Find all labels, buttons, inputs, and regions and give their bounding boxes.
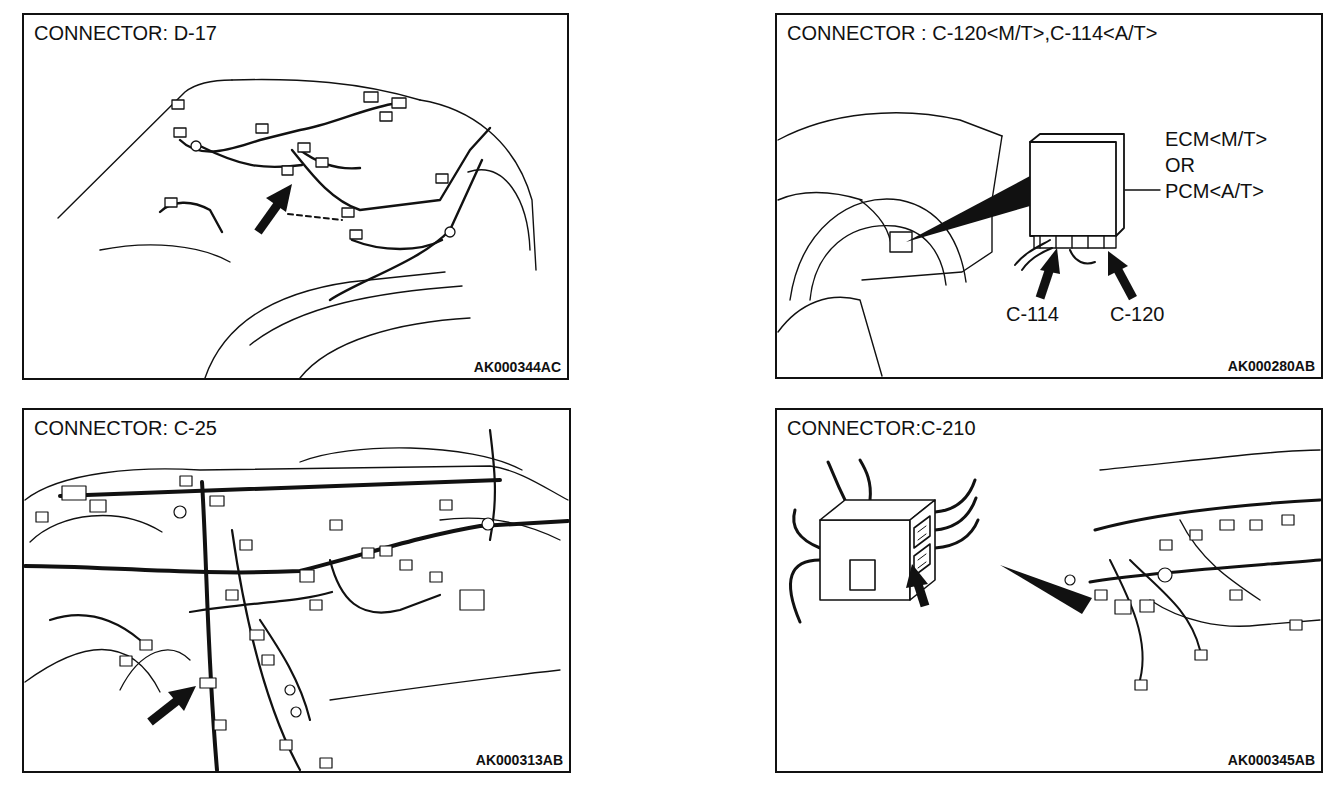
engine-bay-illustration (58, 80, 536, 378)
connector-panel: CONNECTOR:C-210AK000345AB (775, 408, 1323, 773)
connector-panel: CONNECTOR: D-17AK000344AC (22, 13, 569, 380)
figure-code: AK000345AB (1226, 752, 1317, 768)
module-label: OR (1163, 154, 1197, 177)
connector-label: C-114 (1004, 303, 1061, 326)
panel-title: CONNECTOR : C-120<M/T>,C-114<A/T> (785, 21, 1159, 45)
panel-title: CONNECTOR: D-17 (32, 21, 219, 45)
panel-title: CONNECTOR: C-25 (32, 416, 219, 440)
connector-closeup-illustration (790, 450, 1320, 690)
panel-title: CONNECTOR:C-210 (785, 416, 978, 440)
figure-code: AK000280AB (1226, 358, 1317, 374)
figure-code: AK000313AB (474, 752, 565, 768)
ecm-location-illustration (778, 113, 1160, 376)
connector-label: C-120 (1108, 303, 1166, 326)
module-label: PCM<A/T> (1163, 180, 1266, 203)
dashboard-harness-illustration (25, 430, 568, 770)
connector-panel: CONNECTOR: C-25AK000313AB (22, 408, 571, 773)
module-label: ECM<M/T> (1163, 128, 1269, 151)
figure-code: AK000344AC (472, 359, 563, 375)
